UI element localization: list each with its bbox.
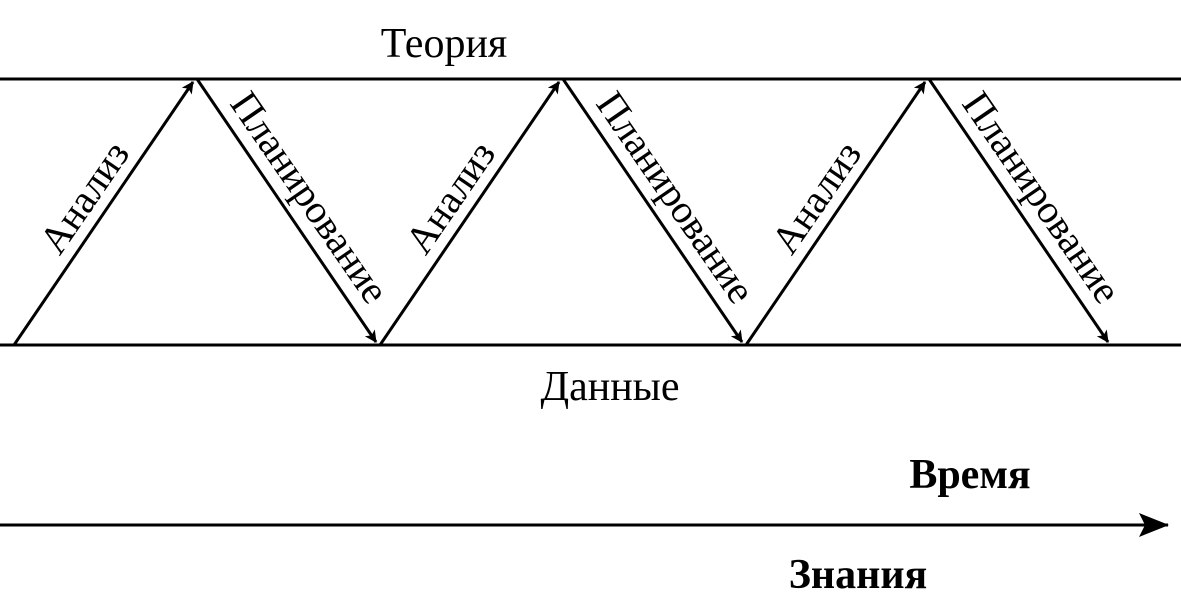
analysis-arrow <box>378 81 561 346</box>
planning-label: Планирование <box>954 83 1131 311</box>
time-label: Время <box>909 452 1030 498</box>
planning-label: Планирование <box>588 83 765 311</box>
knowledge-label: Знания <box>789 552 928 598</box>
data-label: Данные <box>540 364 679 410</box>
planning-label: Планирование <box>222 83 399 311</box>
planning-arrow <box>927 78 1110 343</box>
planning-arrow <box>561 78 744 343</box>
theory-label: Теория <box>381 21 508 67</box>
analysis-arrow <box>744 81 927 346</box>
planning-arrow <box>195 78 378 343</box>
analysis-arrow <box>12 81 195 346</box>
